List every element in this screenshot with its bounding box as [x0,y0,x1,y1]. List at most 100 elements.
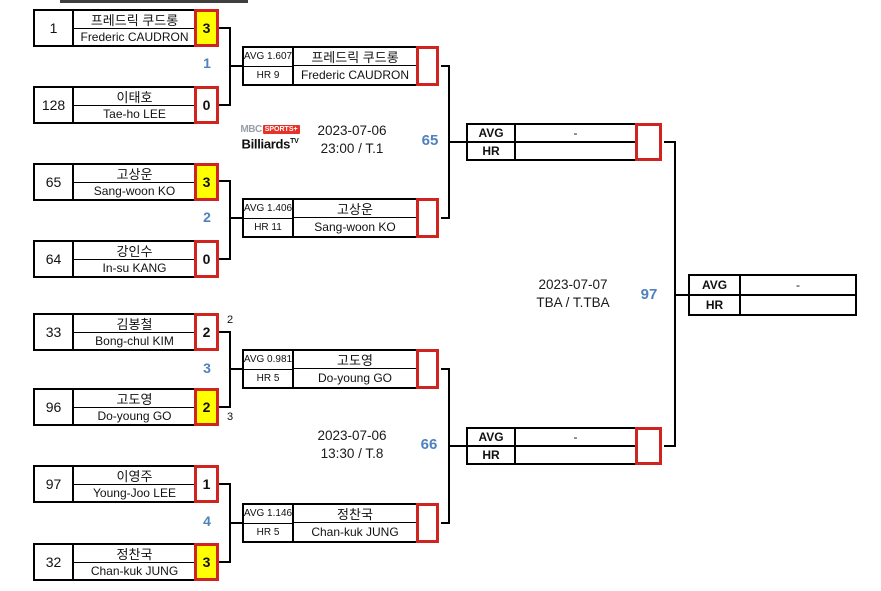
match-number: 66 [420,436,438,453]
player-name-en: Bong-chul KIM [95,334,174,348]
table-number: 4 [203,513,211,529]
avg-stat: AVG 1.406 [244,200,292,219]
round2-box: AVG 1.406 HR 11 고상운 Sang-woon KO [242,198,439,238]
mbc-sports-logo: MBC SPORTS+ [238,124,302,135]
bracket-line [448,141,466,143]
player-score: 2 [194,388,219,426]
semifinal-box: AVG HR - [466,123,662,161]
match-schedule: 2023-07-06 23:00 / T.1 [292,122,412,158]
player-box: 128 이태호 Tae-ho LEE 0 [33,86,219,124]
bracket-line [441,522,450,524]
player-name-kr: 이영주 [74,467,195,485]
bracket-line [219,27,231,29]
cropped-title-strip [60,0,248,3]
player-names: 김봉철 Bong-chul KIM [74,315,195,349]
mbc-logo-text: MBC [240,124,262,135]
match-schedule: 2023-07-07 TBA / T.TBA [509,276,637,312]
player-name-kr: 프레드릭 쿠드롱 [74,11,195,29]
player-seed: 65 [35,165,74,199]
bracket-line [674,294,688,296]
match-time-table: 23:00 / T.1 [320,141,384,156]
bracket-line [219,561,231,563]
table-number: 2 [203,209,211,225]
player-seed: 33 [35,315,74,349]
bracket-line [219,331,231,333]
player-name-kr: 프레드릭 쿠드롱 [294,48,416,66]
match-time-table: 13:30 / T.8 [320,446,384,461]
avg-stat: AVG 1.607 [244,48,292,67]
bracket-line [219,406,231,408]
player-name-en: Tae-ho LEE [103,107,166,121]
bracket-line [664,141,676,143]
player-score: 2 [194,313,219,351]
tv-logo-sup: TV [290,138,299,145]
match-schedule: 2023-07-06 13:30 / T.8 [292,427,412,463]
player-box: 65 고상운 Sang-woon KO 3 [33,163,219,201]
hr-label: HR [482,144,500,158]
player-box: 33 김봉철 Bong-chul KIM 2 [33,313,219,351]
hr-value [516,447,635,463]
stat-values: - [516,125,635,159]
player-seed: 64 [35,242,74,276]
bracket-line [229,65,242,67]
player-box: 97 이영주 Young-Joo LEE 1 [33,465,219,503]
score-box-empty [416,198,439,238]
player-score: 0 [194,240,219,278]
player-name-kr: 고상운 [74,165,195,183]
bracket-line [229,368,242,370]
hr-stat: HR 5 [256,526,280,538]
match-date: 2023-07-06 [317,428,387,443]
player-box: 1 프레드릭 쿠드롱 Frederic CAUDRON 3 [33,9,219,47]
player-seed: 96 [35,390,74,424]
broadcaster-logo: MBC SPORTS+ BilliardsTV [238,124,302,151]
match-date: 2023-07-06 [317,123,387,138]
player-names: 고상운 Sang-woon KO [294,200,416,236]
player-name-kr: 정찬국 [74,545,195,563]
match-number: 65 [421,132,439,149]
hr-stat: HR 11 [254,221,282,233]
round2-box: AVG 1.607 HR 9 프레드릭 쿠드롱 Frederic CAUDRON [242,46,439,86]
player-box: 32 정찬국 Chan-kuk JUNG 3 [33,543,219,581]
player-name-en: Do-young GO [97,409,172,423]
bracket-line [219,180,231,182]
table-number: 3 [203,360,211,376]
avg-label: AVG [468,125,514,143]
player-names: 이영주 Young-Joo LEE [74,467,195,501]
score-box-empty [416,46,439,86]
avg-value: - [741,276,855,296]
score-box-empty [416,503,439,543]
player-score: 3 [194,9,219,47]
table-number: 1 [203,55,211,71]
player-name-en: Sang-woon KO [93,184,176,198]
bracket-line [441,217,450,219]
avg-value: - [516,429,635,447]
player-names: 정찬국 Chan-kuk JUNG [294,505,416,541]
match-number: 97 [640,286,658,303]
avg-label: AVG [468,429,514,447]
player-name-kr: 고상운 [294,200,416,218]
hr-value [516,143,635,159]
bracket-line [441,65,450,67]
score-box-empty [635,123,662,161]
player-name-kr: 고도영 [294,351,416,369]
hr-label: HR [482,448,500,462]
tiebreak-score: 2 [226,314,234,326]
round2-stats: AVG 1.607 HR 9 [244,48,294,84]
avg-label: AVG [690,276,739,296]
bracket-line [664,445,676,447]
player-name-en: Sang-woon KO [314,220,396,234]
score-box-empty [416,349,439,389]
player-seed: 1 [35,11,74,45]
player-seed: 32 [35,545,74,579]
round2-stats: AVG 1.146 HR 5 [244,505,294,541]
player-name-en: Frederic CAUDRON [80,30,189,44]
avg-stat: AVG 0.981 [244,351,292,370]
player-name-en: Young-Joo LEE [93,486,176,500]
player-name-en: Frederic CAUDRON [300,68,409,82]
bracket-line [229,180,231,260]
player-name-en: In-su KANG [102,261,167,275]
player-seed: 97 [35,467,74,501]
round2-box: AVG 1.146 HR 5 정찬국 Chan-kuk JUNG [242,503,439,543]
player-names: 고도영 Do-young GO [74,390,195,424]
bracket-line [229,522,242,524]
